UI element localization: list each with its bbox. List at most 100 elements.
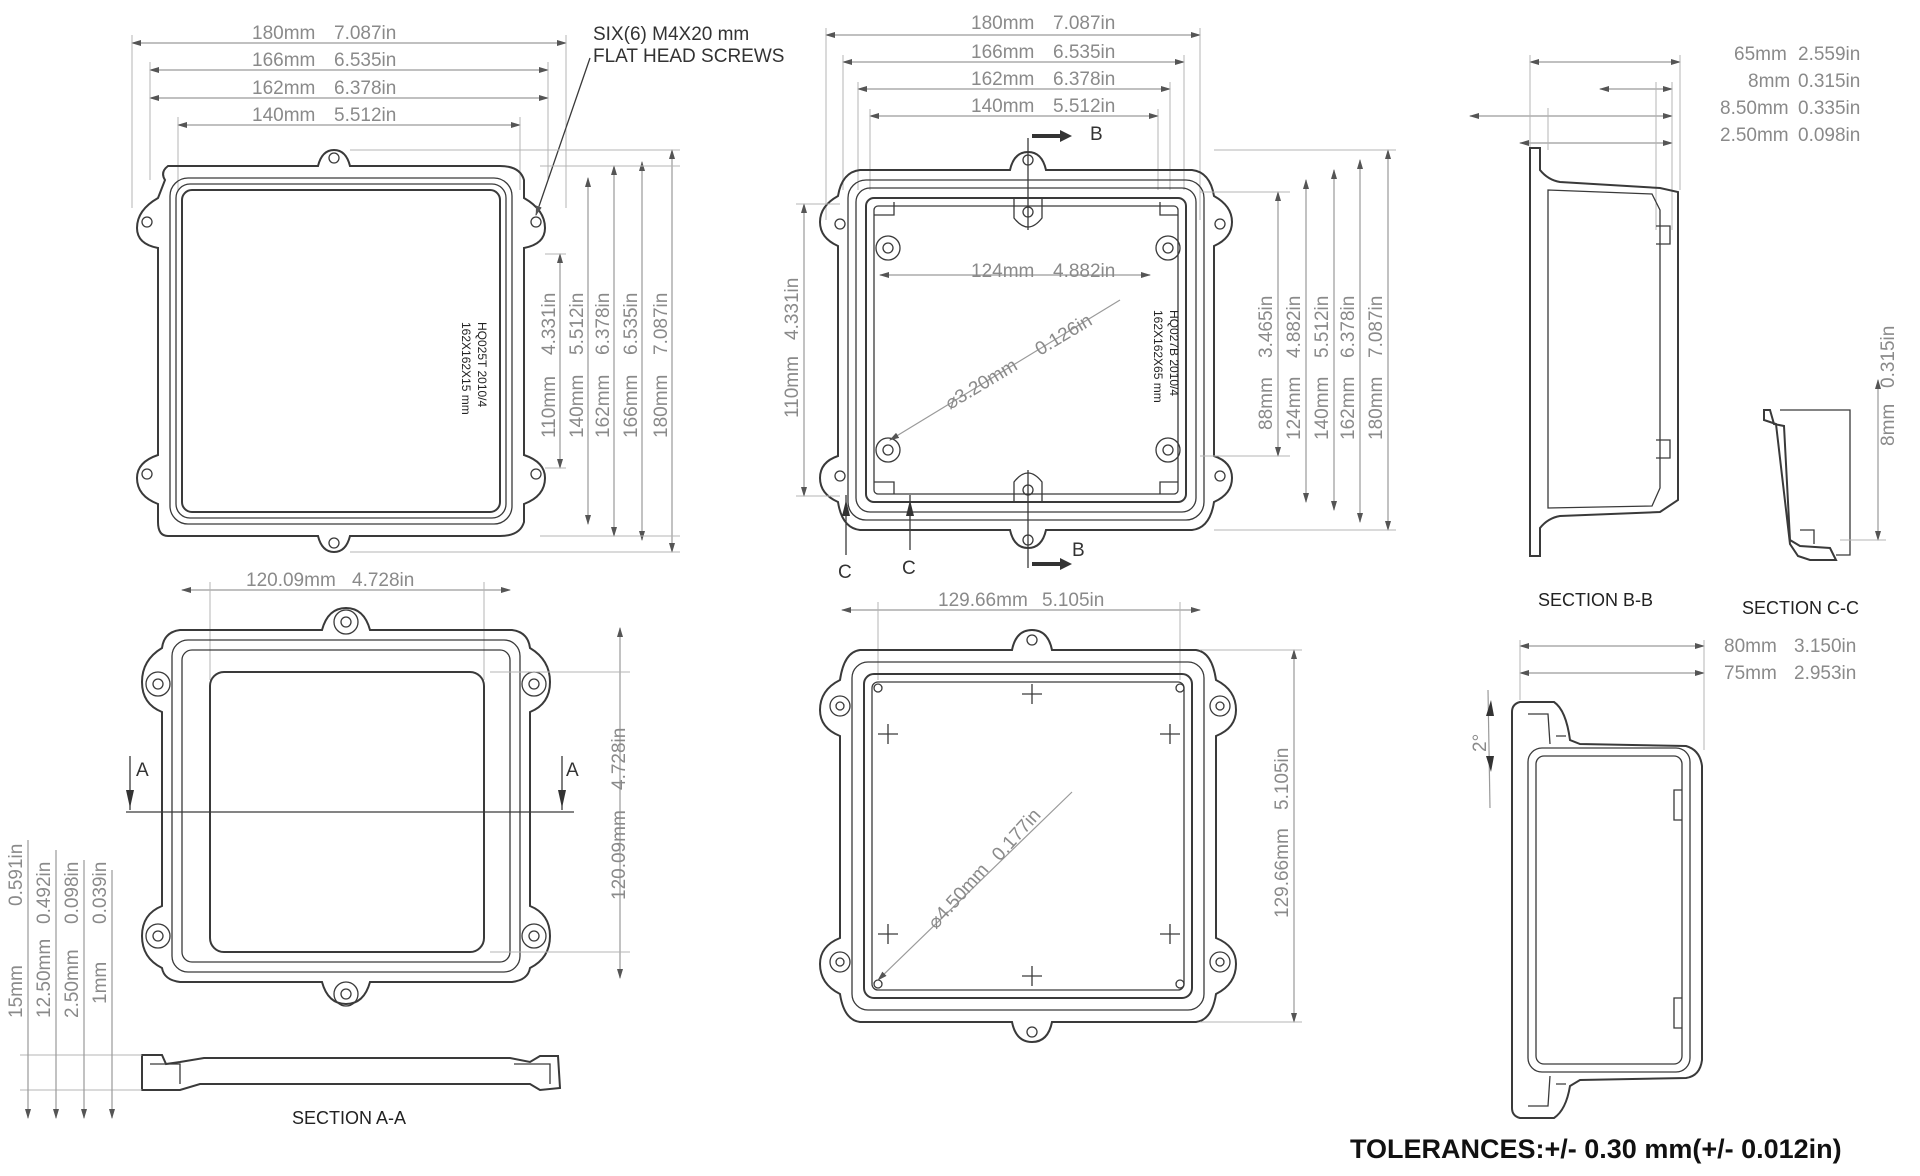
tl-horizontal-dims: 180mm 7.087in 166mm 6.535in 162mm 6.378i… (131, 23, 567, 208)
bl-ldim-0039in: 0.039in (90, 862, 111, 924)
lid-rim-inner (181, 189, 501, 513)
br-dim-75mm: 75mm (1724, 663, 1777, 684)
bm-diameter-in: 0.177in (988, 805, 1045, 865)
tm-part-label-2: 162X162X65 mm (1151, 310, 1165, 403)
box-rim-3 (865, 197, 1187, 503)
tm-dim-4882in: 4.882in (1053, 261, 1115, 282)
tl-part-label-2: 162X162X15 mm (459, 322, 473, 415)
screw-hole (328, 152, 340, 164)
tm-vdim-180mm: 180mm (1366, 377, 1387, 440)
tl-vdim-7087in: 7.087in (651, 293, 672, 355)
tm-vdim-4882in: 4.882in (1284, 296, 1305, 358)
lid-rim-outer (169, 177, 513, 525)
bl-ldim-0098in: 0.098in (62, 862, 83, 924)
bm-vdim-mm: 129.66mm (1272, 828, 1293, 918)
tl-dim-166mm: 166mm (252, 50, 315, 71)
tl-dim-140mm: 140mm (252, 105, 315, 126)
bm-hdim-mm: 129.66mm (938, 590, 1028, 611)
bl-hdim-in: 4.728in (352, 570, 414, 591)
tm-vdim-124mm: 124mm (1284, 377, 1305, 440)
box-outline (818, 150, 1234, 550)
tl-vdim-140mm: 140mm (567, 375, 588, 438)
section-bb-label: SECTION B-B (1538, 590, 1653, 610)
tm-dim-6535in: 6.535in (1053, 42, 1115, 63)
bottom-left-view: 120.09mm 4.728in A A 120.09mm 4.728in SE… (6, 570, 630, 1128)
tm-dim-180mm: 180mm (971, 13, 1034, 34)
box-rim-1 (847, 179, 1205, 521)
section-cc-label: SECTION C-C (1742, 598, 1859, 618)
tl-vdim-162mm: 162mm (593, 375, 614, 438)
tm-dim-162mm: 162mm (971, 69, 1034, 90)
tl-dim-6535in: 6.535in (334, 50, 396, 71)
bm-diameter-mm: ⌀4.50mm (924, 860, 993, 934)
crosshair-marks (878, 684, 1180, 986)
rt-dim-2559in: 2.559in (1798, 44, 1860, 65)
rt-dim-0315in: 0.315in (1798, 71, 1860, 92)
tm-dim-5512in: 5.512in (1053, 96, 1115, 117)
br-angle: 2° (1470, 734, 1491, 752)
rt-dim-850mm: 8.50mm (1720, 98, 1789, 119)
bl-vdim-in: 4.728in (609, 728, 630, 790)
tl-dim-5512in: 5.512in (334, 105, 396, 126)
tm-dim-7087in: 7.087in (1053, 13, 1115, 34)
section-bb-profile (1529, 147, 1679, 557)
bm-hdim-in: 5.105in (1042, 590, 1104, 611)
bl-vdim-mm: 120.09mm (609, 810, 630, 900)
top-left-view: 180mm 7.087in 166mm 6.535in 162mm 6.378i… (131, 23, 784, 554)
section-c-mark-left: C (838, 562, 852, 583)
section-aa-profile (141, 1054, 562, 1092)
bl-ldim-0591in: 0.591in (6, 844, 27, 906)
lid-outline (135, 148, 547, 554)
lid-bottom-outline (140, 606, 552, 1006)
box-bosses (834, 154, 1226, 546)
tm-vdim-88mm: 88mm (1256, 377, 1277, 430)
section-cc-profile (1763, 409, 1838, 561)
rt-vdim-8mm: 8mm (1878, 404, 1899, 446)
bl-ldim-0492in: 0.492in (34, 862, 55, 924)
tolerances-note: TOLERANCES:+/- 0.30 mm(+/- 0.012in) (1350, 1134, 1842, 1164)
bl-ldim-1mm: 1mm (90, 962, 111, 1004)
section-a-mark-right: A (566, 760, 579, 781)
tl-vdim-6535in: 6.535in (621, 293, 642, 355)
screws-leader (535, 57, 591, 216)
tl-dim-180mm: 180mm (252, 23, 315, 44)
rt-dim-0098in: 0.098in (1798, 125, 1860, 146)
lid-rim-mid (175, 183, 507, 519)
bottom-middle-view: 129.66mm 5.105in ⌀4.50mm 0.177in 129.66m… (818, 590, 1302, 1044)
bl-left-dims: 15mm 0.591in 12.50mm 0.492in 2.50mm 0.09… (6, 840, 115, 1119)
tl-part-label-1: HQ025T 2010/4 (475, 322, 489, 407)
screw-hole (530, 468, 542, 480)
tl-vdim-6378in: 6.378in (593, 293, 614, 355)
br-dim-2953in: 2.953in (1794, 663, 1856, 684)
tm-dim-124mm: 124mm (971, 261, 1034, 282)
tm-dim-140mm: 140mm (971, 96, 1034, 117)
section-a-mark-left: A (136, 760, 149, 781)
tm-vertical-dims: 88mm 3.465in 124mm 4.882in 140mm 5.512in… (1200, 149, 1396, 531)
side-outline (1511, 701, 1703, 1119)
tl-vertical-dims: 110mm 4.331in 140mm 5.512in 162mm 6.378i… (350, 149, 680, 553)
tm-vdim-7087in: 7.087in (1366, 296, 1387, 358)
rt-dim-8mm: 8mm (1748, 71, 1790, 92)
tl-vdim-4331in: 4.331in (539, 293, 560, 355)
tm-vdim-162mm: 162mm (1338, 377, 1359, 440)
tl-vdim-110mm: 110mm (539, 376, 560, 438)
bl-hdim-mm: 120.09mm (246, 570, 336, 591)
bottom-right-view: 80mm 3.150in 75mm 2.953in 2° (1470, 636, 1856, 1119)
box-bottom-outline (818, 628, 1238, 1044)
tm-vdim-5512in: 5.512in (1312, 296, 1333, 358)
rt-vdim-0315in: 0.315in (1878, 326, 1899, 388)
bl-ldim-250mm: 2.50mm (62, 949, 83, 1018)
box-inner (873, 205, 1179, 495)
tl-dim-6378in: 6.378in (334, 78, 396, 99)
box-rim-2 (855, 187, 1197, 513)
tm-diameter-mm: ⌀3.20mm (942, 355, 1021, 414)
tl-vdim-180mm: 180mm (651, 375, 672, 438)
br-dim-3150in: 3.150in (1794, 636, 1856, 657)
section-aa-label: SECTION A-A (292, 1108, 406, 1128)
rt-dim-65mm: 65mm (1734, 44, 1787, 65)
right-top-sections: 65mm 2.559in 8mm 0.315in 8.50mm 0.335in … (1469, 44, 1899, 618)
tl-dim-162mm: 162mm (252, 78, 315, 99)
tm-vdim-4331in: 4.331in (782, 278, 803, 340)
tm-diameter-in: 0.126in (1032, 310, 1096, 360)
br-dim-80mm: 80mm (1724, 636, 1777, 657)
